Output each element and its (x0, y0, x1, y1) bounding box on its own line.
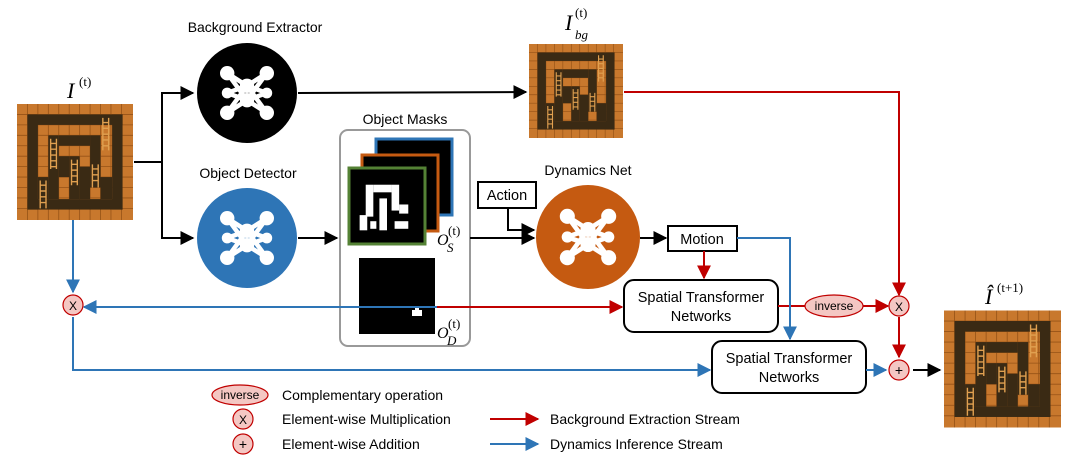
svg-text:X: X (69, 299, 77, 313)
svg-text:I: I (66, 78, 76, 103)
dynamic-mask (359, 258, 435, 334)
svg-text:O: O (437, 232, 449, 249)
multiply-op-left: X (62, 294, 84, 316)
object-detector-label: Object Detector (199, 165, 297, 181)
object-mask-thumbnail (349, 168, 425, 244)
object-detector-node (197, 188, 297, 288)
action-input-box (477, 181, 537, 209)
legend-multiply: X Element-wise Multiplication (232, 408, 451, 430)
legend-dyn-stream: Dynamics Inference Stream (490, 436, 723, 452)
dynamics-net-label: Dynamics Net (544, 162, 631, 178)
background-stream-arrows (437, 91, 906, 359)
svg-text:X: X (895, 300, 903, 314)
multiply-op-right: X (888, 295, 910, 317)
legend-bg-stream: Background Extraction Stream (490, 411, 740, 427)
svg-text:+: + (895, 362, 903, 378)
svg-text:(t): (t) (448, 223, 460, 238)
stn-bottom-line1: Spatial Transformer (726, 351, 853, 367)
stn-bottom-line2: Networks (759, 370, 819, 386)
dynamic-mask-label: O D (t) (437, 316, 460, 348)
background-frame-thumbnail (529, 44, 623, 138)
background-extractor-label: Background Extractor (188, 19, 323, 35)
background-frame-label: I bg (t) (564, 5, 589, 42)
dynamics-stream-arrows (66, 220, 888, 377)
static-mask-label: O S (t) (437, 223, 460, 255)
output-frame-thumbnail (944, 311, 1061, 428)
spatial-transformer-bottom-box (711, 340, 867, 394)
legend-inverse: inverse Complementary operation (211, 384, 443, 406)
input-frame-label: I (t) (66, 74, 91, 103)
add-op: + (888, 359, 910, 381)
stn-top-line2: Networks (671, 309, 731, 325)
static-mask-stack (347, 137, 454, 246)
legend-complementary-text: Complementary operation (282, 387, 443, 403)
legend-add: + Element-wise Addition (232, 433, 420, 455)
inverse-op: inverse (804, 294, 864, 318)
svg-text:(t): (t) (448, 316, 460, 331)
background-extractor-node (197, 43, 297, 143)
svg-text:X: X (239, 413, 247, 427)
motion-label: Motion (680, 232, 724, 248)
svg-text:inverse: inverse (221, 388, 260, 402)
svg-text:D: D (446, 333, 457, 348)
object-masks-label: Object Masks (363, 111, 448, 127)
legend-multiply-text: Element-wise Multiplication (282, 411, 451, 427)
svg-text:Î: Î (984, 284, 994, 309)
svg-text:S: S (447, 240, 454, 255)
legend-dyn-stream-text: Dynamics Inference Stream (550, 436, 723, 452)
svg-text:I: I (564, 10, 574, 35)
legend: inverse Complementary operation X Elemen… (211, 384, 740, 455)
svg-text:(t): (t) (575, 5, 587, 20)
stn-top-line1: Spatial Transformer (638, 290, 765, 306)
svg-text:+: + (239, 436, 247, 452)
legend-add-text: Element-wise Addition (282, 436, 420, 452)
svg-text:(t+1): (t+1) (997, 280, 1023, 295)
action-label: Action (487, 188, 527, 204)
svg-text:O: O (437, 325, 449, 342)
svg-text:(t): (t) (79, 74, 91, 89)
svg-text:inverse: inverse (815, 299, 854, 313)
svg-text:bg: bg (575, 27, 589, 42)
dynamics-net-node (536, 185, 640, 289)
input-frame-thumbnail (17, 104, 133, 220)
black-flow-arrows (134, 85, 942, 377)
legend-bg-stream-text: Background Extraction Stream (550, 411, 740, 427)
output-frame-label: Î (t+1) (984, 280, 1023, 309)
